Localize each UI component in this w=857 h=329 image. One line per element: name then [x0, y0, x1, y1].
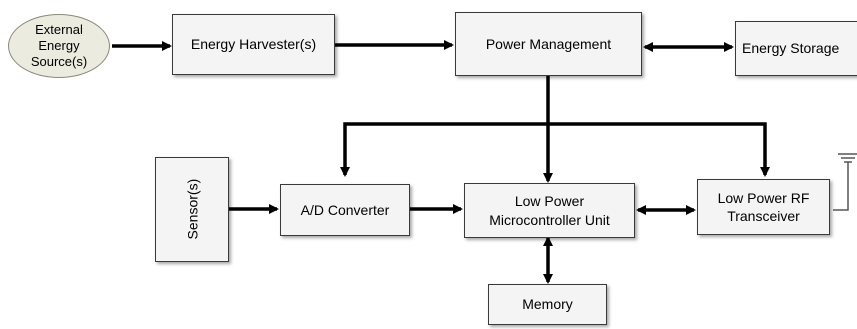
- energy-storage-node: Energy Storage: [735, 21, 857, 76]
- sensor-label: Sensor(s): [183, 179, 200, 240]
- external-energy-source-node: External Energy Source(s): [8, 14, 110, 78]
- rf-transceiver-node: Low Power RF Transceiver: [697, 179, 830, 235]
- antenna-icon: [833, 153, 857, 211]
- microcontroller-unit-node: Low Power Microcontroller Unit: [464, 183, 635, 238]
- sensor-node: Sensor(s): [155, 157, 229, 262]
- memory-node: Memory: [488, 284, 607, 325]
- ad-converter-node: A/D Converter: [280, 184, 410, 236]
- energy-harvester-node: Energy Harvester(s): [172, 14, 335, 75]
- power-bus-line: [340, 122, 770, 177]
- power-management-node: Power Management: [455, 12, 642, 76]
